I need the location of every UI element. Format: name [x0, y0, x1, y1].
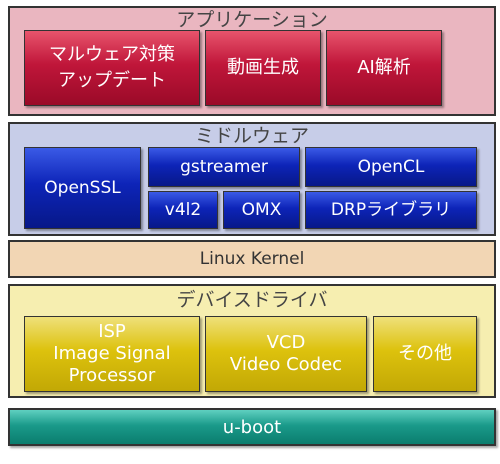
uboot-layer: u-boot	[8, 408, 496, 446]
driver-layer-title: デバイスドライバ	[176, 289, 328, 311]
other-drivers-block: その他	[373, 316, 477, 392]
malware-update-block: マルウェア対策 アップデート	[24, 30, 200, 106]
gstreamer-block: gstreamer	[148, 147, 300, 187]
kernel-layer: Linux Kernel	[8, 240, 496, 278]
ai-analysis-block: AI解析	[326, 30, 442, 106]
openssl-block: OpenSSL	[24, 147, 141, 229]
vcd-block: VCD Video Codec	[205, 316, 367, 392]
v4l2-block: v4l2	[148, 191, 218, 229]
video-generation-block: 動画生成	[205, 30, 321, 106]
application-layer-title: アプリケーション	[176, 9, 328, 31]
drp-library-block: DRPライブラリ	[305, 191, 477, 229]
kernel-layer-title: Linux Kernel	[199, 249, 305, 269]
isp-block: ISP Image Signal Processor	[24, 316, 200, 392]
omx-block: OMX	[223, 191, 300, 229]
opencl-block: OpenCL	[305, 147, 477, 187]
middleware-layer-title: ミドルウェア	[194, 125, 309, 147]
